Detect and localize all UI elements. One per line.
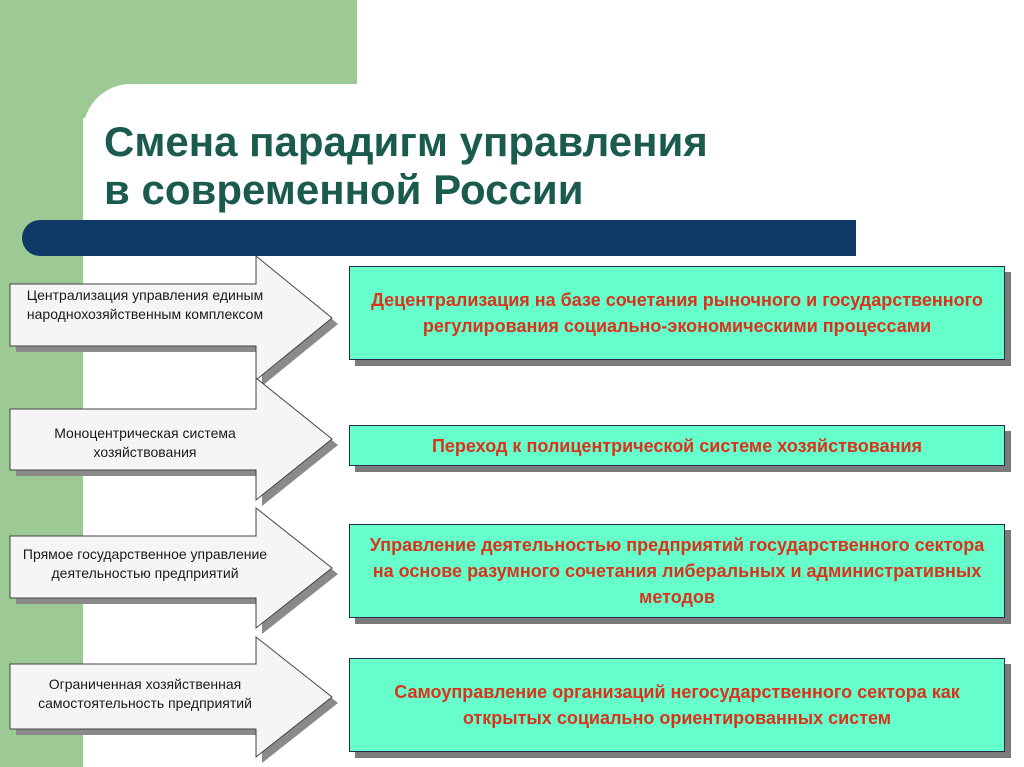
right-box-row-1: Децентрализация на базе сочетания рыночн…: [349, 266, 1005, 360]
right-box-row-3: Управление деятельностью предприятий гос…: [349, 524, 1005, 618]
title-underline-bar: [22, 220, 856, 256]
right-text-row-2: Переход к полицентрической системе хозяй…: [431, 435, 923, 456]
arrow-row-4: [9, 635, 338, 763]
arrow-row-3: [9, 506, 338, 634]
left-label-row-4: Ограниченная хозяйственная самостоятельн…: [38, 676, 252, 711]
slide-title: Смена парадигм управления в современной …: [104, 118, 708, 213]
left-label-row-1: Централизация управления единым народнох…: [26, 287, 264, 322]
left-label-row-3: Прямое государственное управление деятел…: [22, 546, 268, 581]
arrow-row-1: [9, 254, 338, 386]
left-label-row-2: Моноцентрическая система хозяйствования: [54, 425, 236, 460]
right-text-row-3: Управление деятельностью предприятий гос…: [369, 535, 985, 607]
right-box-row-2: Переход к полицентрической системе хозяй…: [349, 425, 1005, 466]
right-text-row-4: Самоуправление организаций негосударстве…: [394, 682, 960, 728]
right-text-row-1: Децентрализация на базе сочетания рыночн…: [371, 290, 983, 336]
arrow-row-2: [9, 376, 338, 506]
left-green-band: [0, 0, 83, 767]
right-box-row-4: Самоуправление организаций негосударстве…: [349, 658, 1005, 752]
